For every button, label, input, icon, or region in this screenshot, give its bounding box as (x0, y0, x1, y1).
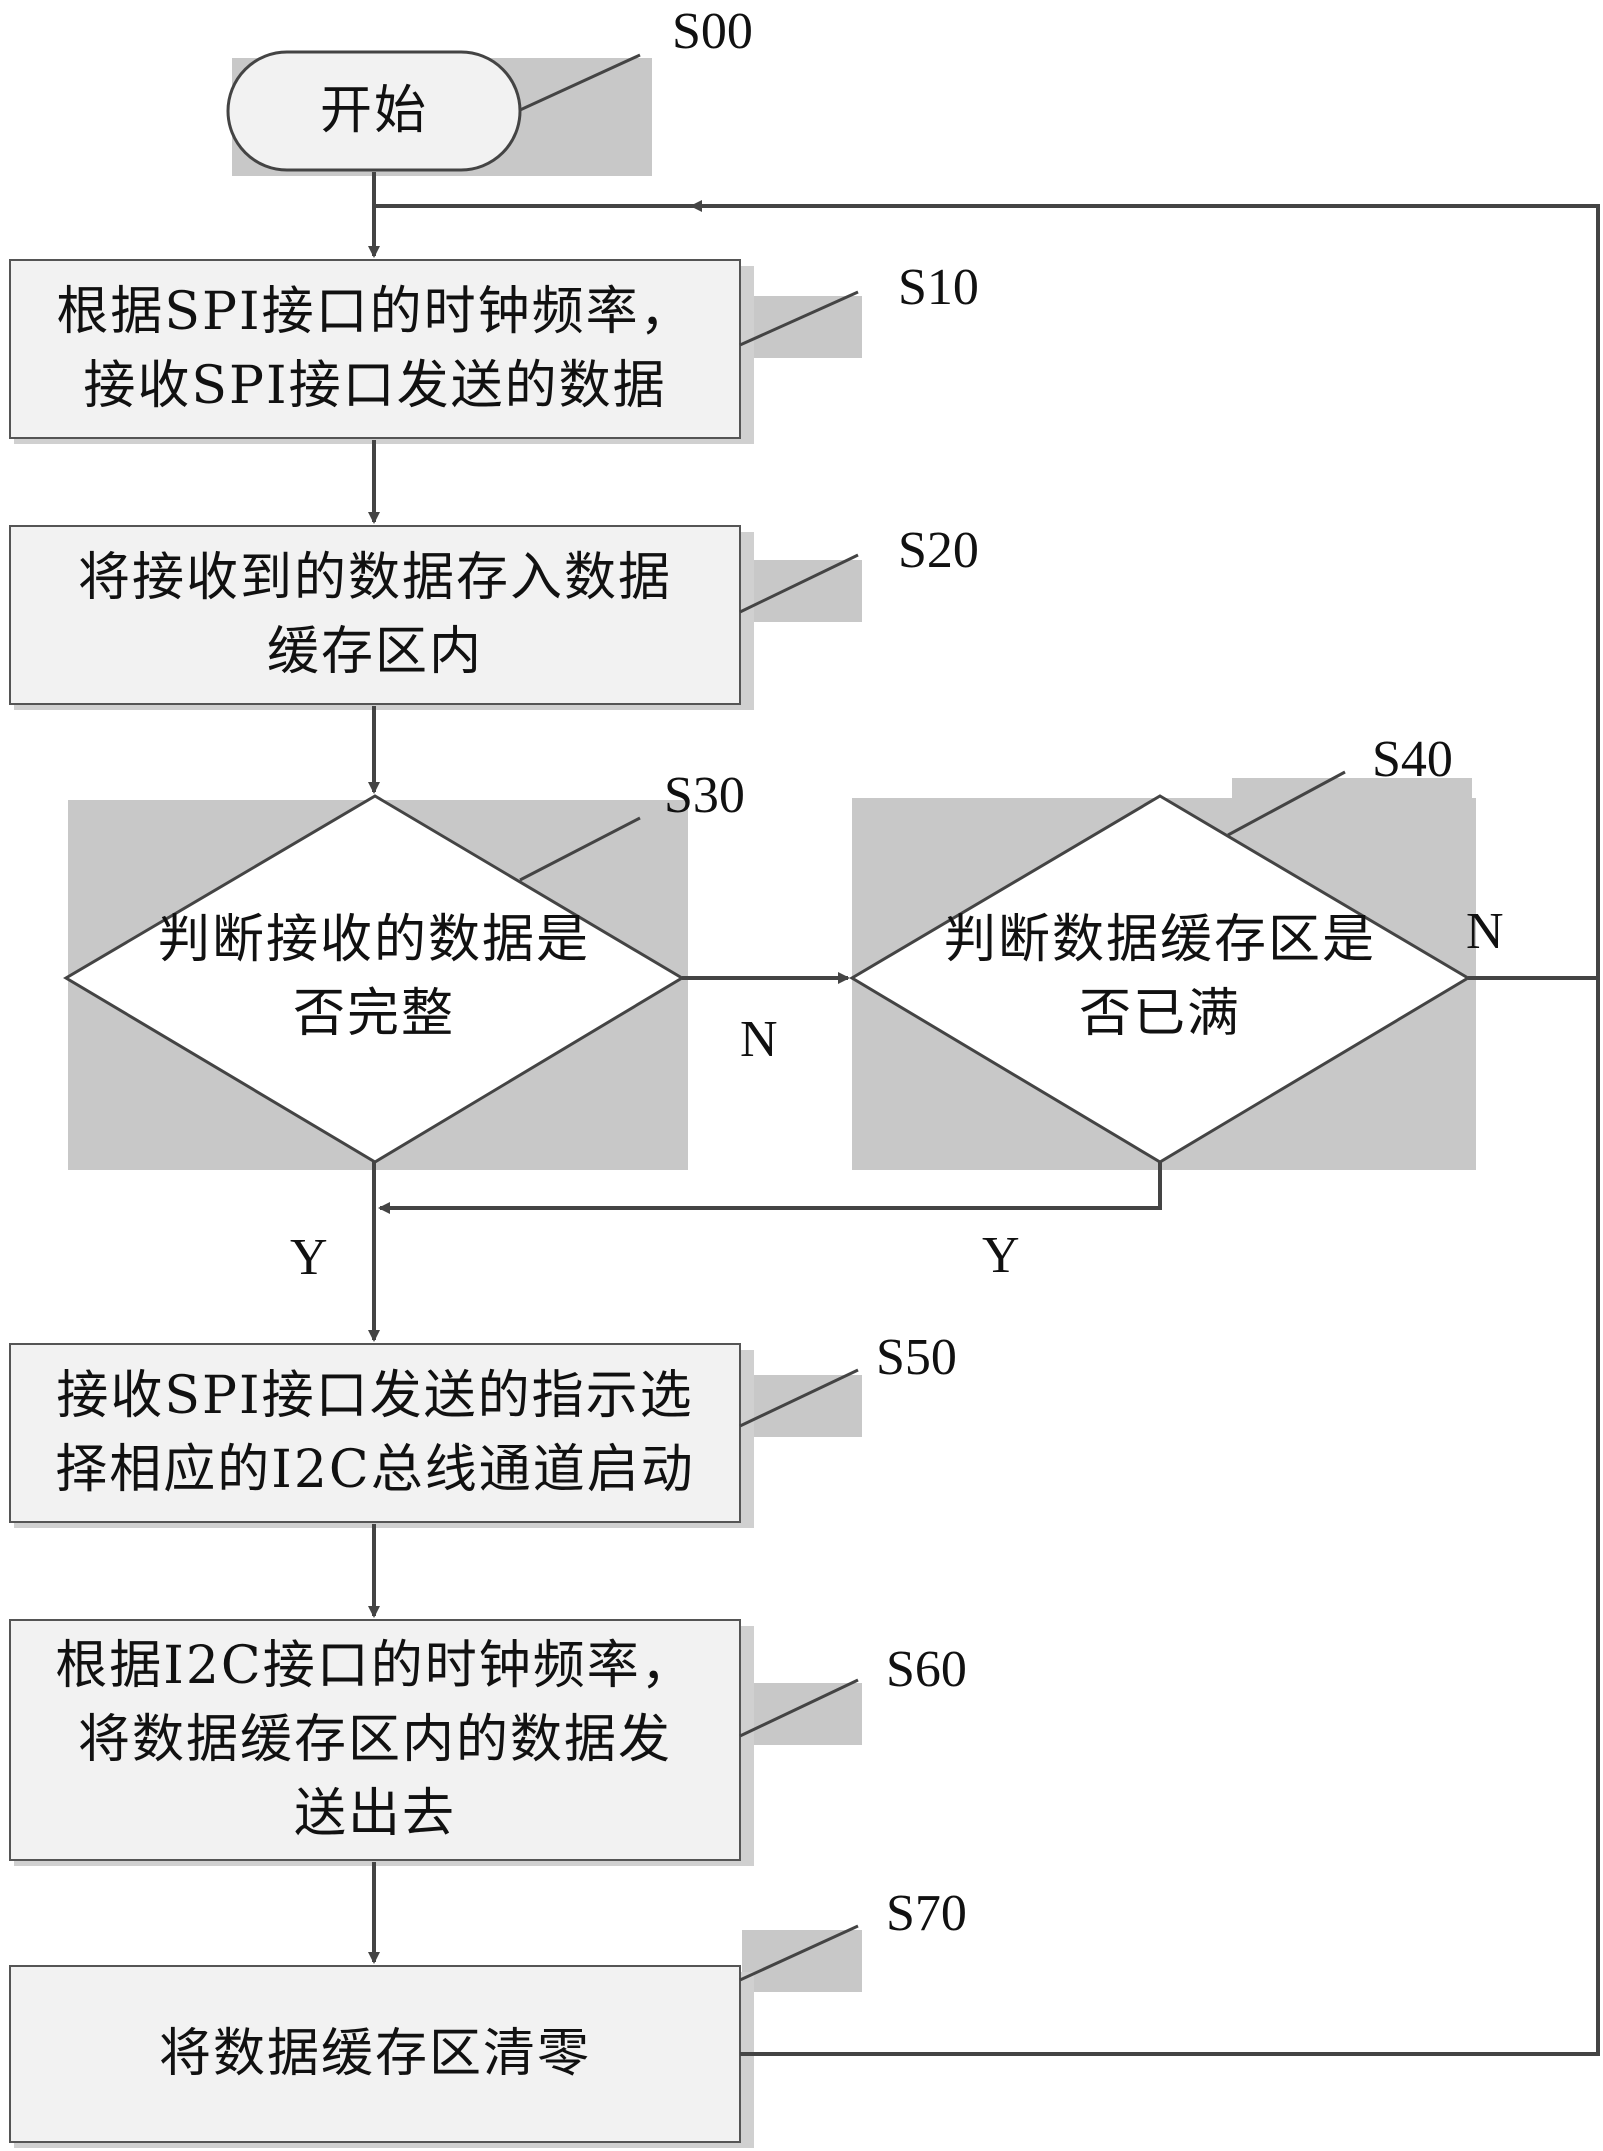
s50-callout-shadow (742, 1375, 862, 1437)
start-text: 开始 (228, 52, 520, 170)
edge-label-s40-yes: Y (982, 1230, 1020, 1282)
step-label-s10: S10 (898, 262, 979, 314)
s20-text-line-2: 缓存区内 (267, 615, 483, 689)
s60-text-line-1: 根据I2C接口的时钟频率， (55, 1629, 694, 1703)
edge-label-s40-no: N (1466, 906, 1504, 958)
step-label-s30: S30 (664, 770, 745, 822)
step-label-s20: S20 (898, 525, 979, 577)
edge-label-s30-no: N (740, 1014, 778, 1066)
s30-text-line-2: 否完整 (293, 977, 455, 1051)
s60-text: 根据I2C接口的时钟频率， 将数据缓存区内的数据发 送出去 (10, 1620, 740, 1860)
s30-text: 判断接收的数据是 否完整 (66, 870, 682, 1084)
s70-text: 将数据缓存区清零 (10, 1966, 740, 2142)
s10-text-line-1: 根据SPI接口的时钟频率， (56, 275, 693, 349)
s50-text: 接收SPI接口发送的指示选 择相应的I2C总线通道启动 (10, 1344, 740, 1522)
step-label-s40: S40 (1372, 734, 1453, 786)
step-label-s00: S00 (672, 6, 753, 58)
s40-text-line-2: 否已满 (1079, 977, 1241, 1051)
s20-callout-shadow (742, 560, 862, 622)
s40-text-line-1: 判断数据缓存区是 (944, 903, 1376, 977)
step-label-s50: S50 (876, 1332, 957, 1384)
s60-text-line-2: 将数据缓存区内的数据发 (78, 1703, 672, 1777)
s40-text: 判断数据缓存区是 否已满 (852, 870, 1468, 1084)
s60-text-line-3: 送出去 (294, 1777, 456, 1851)
step-label-s70: S70 (886, 1888, 967, 1940)
s70-text-line-1: 将数据缓存区清零 (159, 2017, 591, 2091)
s10-callout-shadow (742, 296, 862, 358)
s50-text-line-1: 接收SPI接口发送的指示选 (56, 1359, 693, 1433)
s20-text: 将接收到的数据存入数据 缓存区内 (10, 526, 740, 704)
s10-text-line-2: 接收SPI接口发送的数据 (83, 349, 666, 423)
s50-text-line-2: 择相应的I2C总线通道启动 (55, 1433, 694, 1507)
s10-text: 根据SPI接口的时钟频率， 接收SPI接口发送的数据 (10, 260, 740, 438)
s60-callout-shadow (742, 1683, 862, 1745)
step-label-s60: S60 (886, 1644, 967, 1696)
start-text-line: 开始 (320, 74, 428, 148)
s70-callout-shadow (742, 1930, 862, 1992)
edge-label-s30-yes: Y (290, 1232, 328, 1284)
s30-text-line-1: 判断接收的数据是 (158, 903, 590, 977)
s20-text-line-1: 将接收到的数据存入数据 (78, 541, 672, 615)
